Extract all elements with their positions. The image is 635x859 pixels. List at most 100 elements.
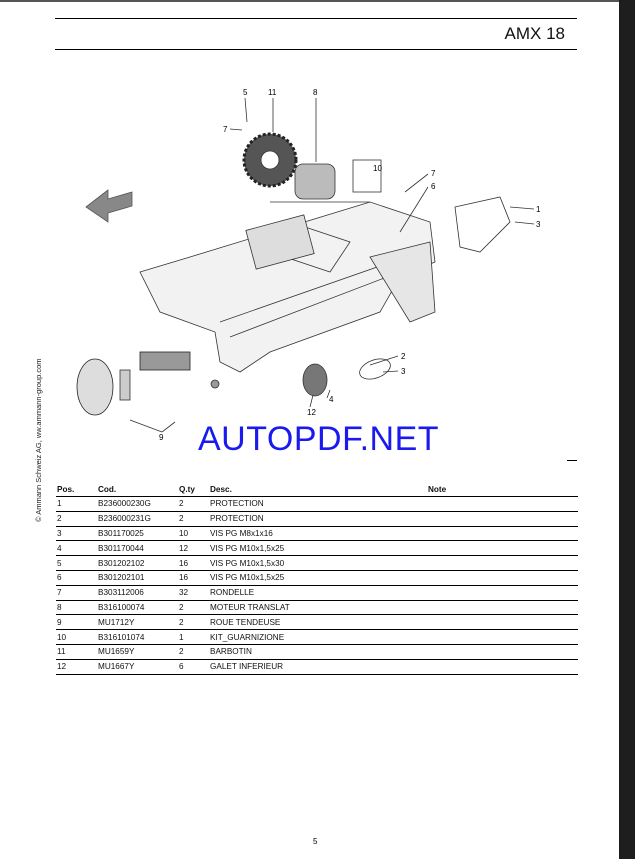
cell-note bbox=[427, 511, 578, 527]
cell-cod: B303112006 bbox=[97, 585, 178, 601]
col-cod: Cod. bbox=[97, 482, 178, 497]
col-pos: Pos. bbox=[56, 482, 97, 497]
cell-qty: 12 bbox=[178, 540, 209, 557]
cell-desc: KIT_GUARNIZIONE bbox=[209, 629, 427, 645]
cell-qty: 2 bbox=[178, 511, 209, 527]
cell-note bbox=[427, 659, 578, 675]
cell-cod: B236000230G bbox=[97, 496, 178, 512]
cell-note bbox=[427, 614, 578, 631]
svg-text:3: 3 bbox=[536, 220, 541, 229]
cell-pos: 6 bbox=[56, 570, 97, 586]
table-header-row: Pos. Cod. Q.ty Desc. Note bbox=[56, 482, 578, 497]
cell-qty: 2 bbox=[178, 614, 209, 631]
cell-qty: 6 bbox=[178, 659, 209, 675]
cell-note bbox=[427, 540, 578, 557]
cell-note bbox=[427, 585, 578, 601]
svg-text:9: 9 bbox=[159, 433, 164, 442]
cell-qty: 32 bbox=[178, 585, 209, 601]
col-qty: Q.ty bbox=[178, 482, 209, 497]
cell-pos: 9 bbox=[56, 614, 97, 631]
cell-desc: BARBOTIN bbox=[209, 644, 427, 660]
cell-desc: PROTECTION bbox=[209, 511, 427, 527]
cell-desc: VIS PG M10x1,5x25 bbox=[209, 570, 427, 586]
cell-desc: ROUE TENDEUSE bbox=[209, 614, 427, 631]
document-page: AMX 18 © Ammann Schweiz AG, ww.ammann-gr… bbox=[0, 0, 619, 846]
svg-text:11: 11 bbox=[268, 88, 277, 97]
cell-cod: B301202102 bbox=[97, 555, 178, 571]
cell-note bbox=[427, 629, 578, 645]
direction-arrow-icon bbox=[85, 189, 133, 223]
cell-qty: 1 bbox=[178, 629, 209, 645]
cell-cod: B316100074 bbox=[97, 600, 178, 616]
cell-note bbox=[427, 600, 578, 616]
cell-note bbox=[427, 496, 578, 512]
cell-pos: 5 bbox=[56, 555, 97, 571]
cell-desc: GALET INFERIEUR bbox=[209, 659, 427, 675]
cell-note bbox=[427, 570, 578, 586]
cell-pos: 11 bbox=[56, 644, 97, 660]
cell-desc: RONDELLE bbox=[209, 585, 427, 601]
svg-text:12: 12 bbox=[307, 408, 316, 417]
cell-pos: 1 bbox=[56, 496, 97, 512]
col-desc: Desc. bbox=[209, 482, 427, 497]
tensioner-spring bbox=[139, 351, 191, 371]
cell-desc: PROTECTION bbox=[209, 496, 427, 512]
cell-qty: 10 bbox=[178, 526, 209, 542]
header-rule-top bbox=[55, 18, 577, 19]
col-note: Note bbox=[427, 482, 578, 497]
svg-text:10: 10 bbox=[373, 164, 382, 173]
cell-cod: MU1667Y bbox=[97, 659, 178, 675]
viewer-background bbox=[619, 0, 635, 859]
svg-text:7: 7 bbox=[223, 125, 228, 134]
cell-qty: 16 bbox=[178, 570, 209, 586]
svg-text:2: 2 bbox=[401, 352, 406, 361]
page-number: 5 bbox=[313, 837, 318, 846]
cell-pos: 3 bbox=[56, 526, 97, 542]
cell-cod: B236000231G bbox=[97, 511, 178, 527]
header-rule-bottom bbox=[55, 49, 577, 50]
travel-motor bbox=[294, 163, 336, 200]
svg-text:4: 4 bbox=[329, 395, 334, 404]
bottom-roller bbox=[302, 363, 328, 397]
watermark-text: AUTOPDF.NET bbox=[198, 420, 440, 458]
cell-note bbox=[427, 526, 578, 542]
cell-pos: 8 bbox=[56, 600, 97, 616]
svg-text:8: 8 bbox=[313, 88, 318, 97]
protection-cover bbox=[454, 196, 511, 253]
cell-note bbox=[427, 644, 578, 660]
cell-cod: MU1659Y bbox=[97, 644, 178, 660]
cell-qty: 16 bbox=[178, 555, 209, 571]
page-title: AMX 18 bbox=[504, 24, 565, 43]
cell-note bbox=[427, 555, 578, 571]
cell-cod: B301170044 bbox=[97, 540, 178, 557]
cell-desc: MOTEUR TRANSLAT bbox=[209, 600, 427, 616]
cell-qty: 2 bbox=[178, 600, 209, 616]
cell-pos: 2 bbox=[56, 511, 97, 527]
cell-pos: 4 bbox=[56, 540, 97, 557]
svg-text:1: 1 bbox=[536, 205, 541, 214]
cell-pos: 7 bbox=[56, 585, 97, 601]
svg-text:3: 3 bbox=[401, 367, 406, 376]
cell-qty: 2 bbox=[178, 644, 209, 660]
idler-wheel bbox=[76, 358, 114, 416]
cell-cod: B301170025 bbox=[97, 526, 178, 542]
cell-pos: 10 bbox=[56, 629, 97, 645]
cell-desc: VIS PG M10x1,5x25 bbox=[209, 540, 427, 557]
cell-pos: 12 bbox=[56, 659, 97, 675]
copyright-text: © Ammann Schweiz AG, ww.ammann-group.com bbox=[34, 358, 43, 522]
cell-cod: B316101074 bbox=[97, 629, 178, 645]
